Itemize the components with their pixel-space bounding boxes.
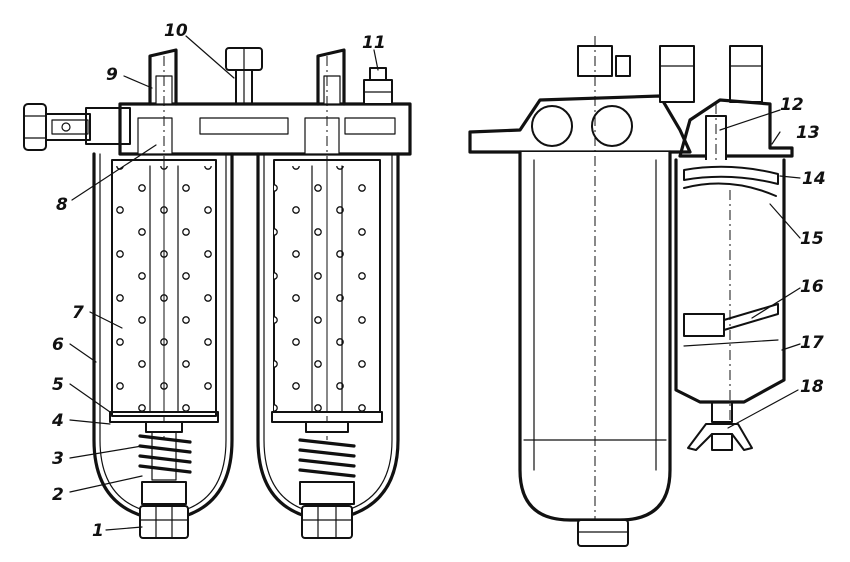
callout-12: 12 [780,95,804,115]
callout-8: 8 [56,195,68,215]
callout-2: 2 [52,485,64,505]
callout-11: 11 [362,33,386,53]
left-spring-assembly [138,421,192,539]
callout-1: 1 [92,521,104,541]
callout-7: 7 [72,303,84,323]
callout-16: 16 [800,277,824,297]
inlet-fitting [23,103,131,151]
left-sectional-view [23,47,412,539]
right-spring-assembly [298,421,356,539]
callout-18: 18 [800,377,824,397]
callout-14: 14 [802,169,826,189]
callout-labels: 1 2 3 4 5 6 7 8 9 10 11 12 13 14 15 16 1… [51,21,826,541]
callout-6: 6 [52,335,64,355]
callout-4: 4 [51,411,64,431]
callout-9: 9 [106,65,118,85]
callout-3: 3 [52,449,64,469]
callout-17: 17 [800,333,824,353]
callout-5: 5 [52,375,64,395]
callout-13: 13 [796,123,820,143]
filter-head [118,47,412,156]
leader-lines [69,35,801,531]
right-external-view [468,36,794,547]
callout-10: 10 [164,21,188,41]
callout-15: 15 [800,229,824,249]
